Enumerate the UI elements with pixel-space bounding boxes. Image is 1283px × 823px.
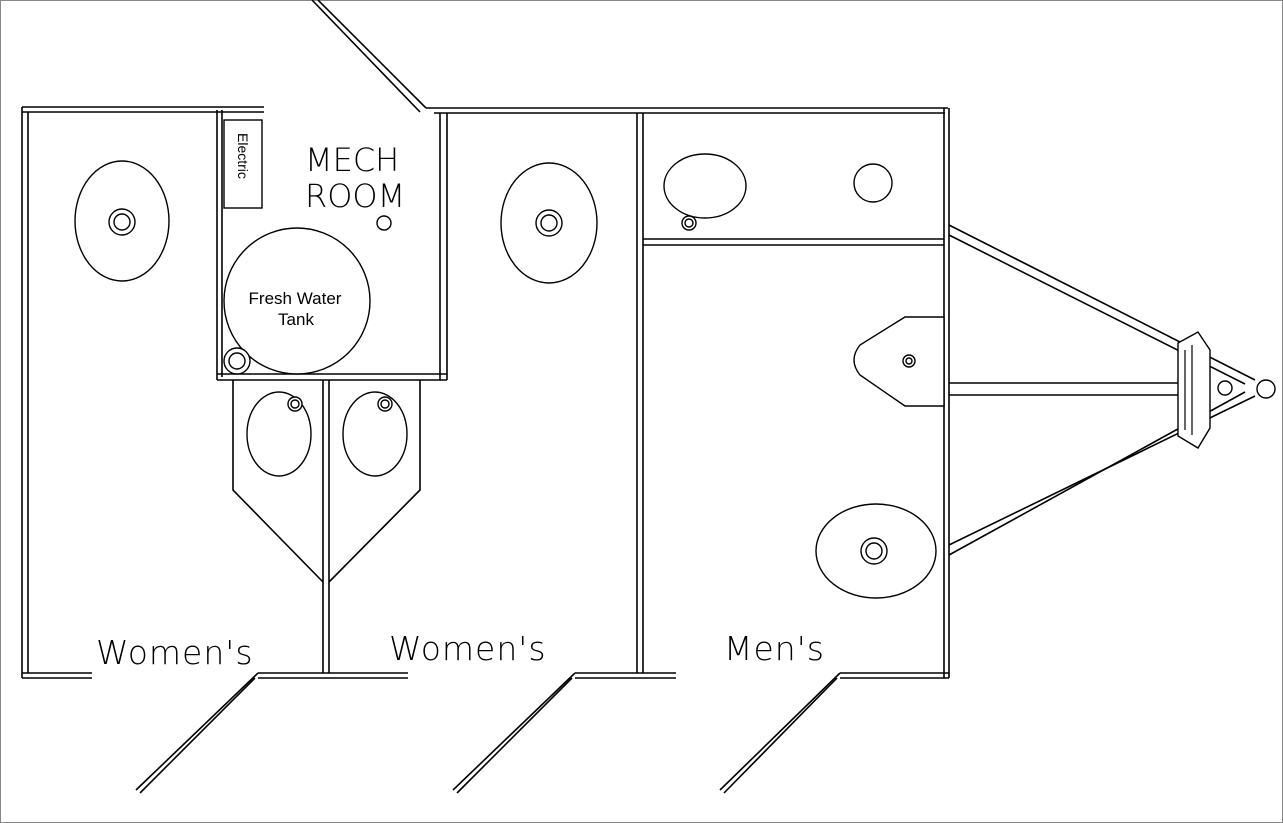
- hitch-jack: [1177, 331, 1233, 449]
- partition-women-men: [636, 113, 644, 673]
- electric-label: Electric: [235, 133, 251, 179]
- drain-men: [853, 163, 893, 203]
- mech-room-vent: [376, 215, 392, 231]
- sink-women-1: [246, 391, 312, 477]
- door-men[interactable]: [719, 672, 841, 794]
- room-label-women-2: Women's: [389, 629, 547, 668]
- right-exterior-wall: [943, 108, 950, 678]
- tank-label-line1: Fresh Water: [249, 289, 342, 308]
- toilet-women-2: [500, 162, 598, 284]
- room-label-men: Men's: [724, 629, 825, 668]
- fresh-water-tank: Fresh Water Tank: [223, 227, 371, 375]
- men-urinal-partition: [643, 238, 944, 246]
- hitch-coupler-icon: [1256, 379, 1276, 399]
- top-angled-wall: [311, 0, 427, 113]
- mech-room-label-line2: ROOM: [305, 177, 405, 215]
- urinal-men: [853, 316, 945, 407]
- door-women-2[interactable]: [452, 672, 576, 794]
- room-label-women-1: Women's: [96, 633, 254, 672]
- tank-label-line2: Tank: [278, 310, 314, 329]
- electric-panel: Electric: [223, 119, 263, 209]
- sink-counter-women: [232, 380, 421, 583]
- water-heater-icon: [223, 347, 251, 375]
- toilet-women-1: [74, 160, 170, 282]
- sink-women-2: [342, 391, 408, 477]
- mech-room-label-line1: MECH: [305, 141, 399, 179]
- sink-men: [663, 153, 747, 231]
- door-women-1[interactable]: [135, 672, 259, 794]
- bottom-wall: [22, 672, 949, 679]
- toilet-men: [815, 503, 937, 599]
- exterior-top-wall: [22, 106, 948, 114]
- mech-room-walls: [216, 110, 448, 381]
- left-exterior-wall: [21, 107, 29, 678]
- partition-center: [322, 380, 330, 673]
